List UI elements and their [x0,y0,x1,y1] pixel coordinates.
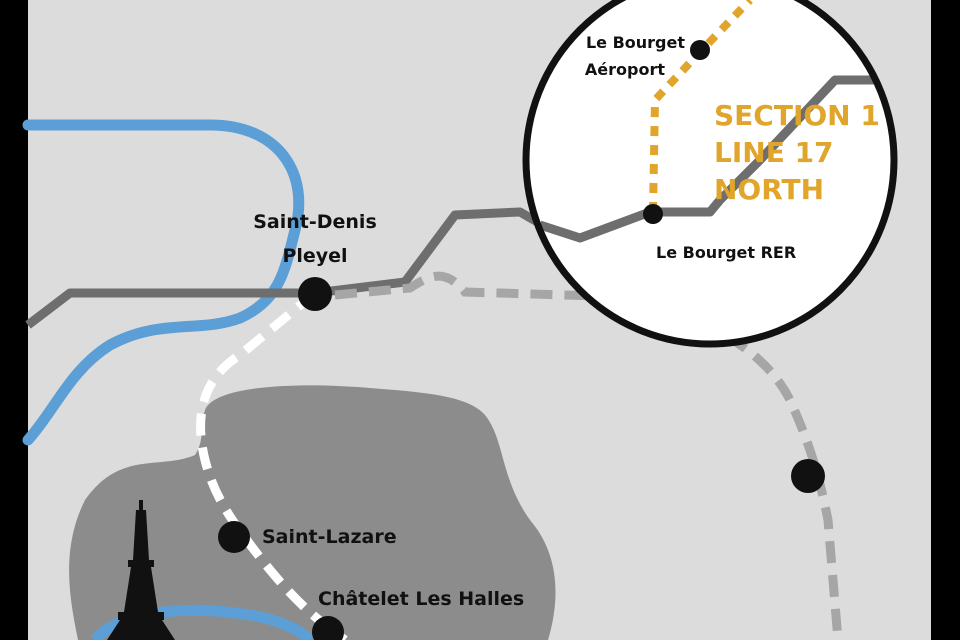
station-dot-chatelet[interactable] [312,616,344,640]
eiffel-tower-icon [107,500,175,640]
metro-line-dashed-gray [334,271,843,640]
label-chatelet: Châtelet Les Halles [318,588,524,610]
label-le-bourget-rer: Le Bourget RER [656,243,796,262]
station-dot-saint-denis-pleyel[interactable] [298,277,332,311]
inset-border [522,0,898,348]
section-label-line3: NORTH [714,173,824,206]
label-le-bourget-aeroport-line2: Aéroport [585,60,665,79]
label-saint-denis-line1: Saint-Denis [253,211,377,233]
section-label-line2: LINE 17 [714,136,834,169]
line17-gold-dotted [649,0,753,213]
inset-circle [526,0,894,344]
station-dot-le-bourget-aeroport[interactable] [690,40,710,60]
metro-line-dashed-white [196,289,348,640]
station-dot-le-bourget-rer[interactable] [643,204,663,224]
left-frame [0,0,28,640]
inset-gray-line [538,75,894,243]
river [22,119,305,446]
label-saint-denis-line2: Pleyel [282,245,347,267]
section-label-line1: SECTION 1 [714,99,880,132]
inset-section-1: Le Bourget Aéroport Le Bourget RER SECTI… [522,0,898,348]
station-dot-saint-lazare[interactable] [218,521,250,553]
paris-area [69,385,556,640]
right-frame [931,0,960,640]
label-le-bourget-aeroport-line1: Le Bourget [586,33,685,52]
label-saint-lazare: Saint-Lazare [262,526,397,548]
station-dot-east[interactable] [791,459,825,493]
